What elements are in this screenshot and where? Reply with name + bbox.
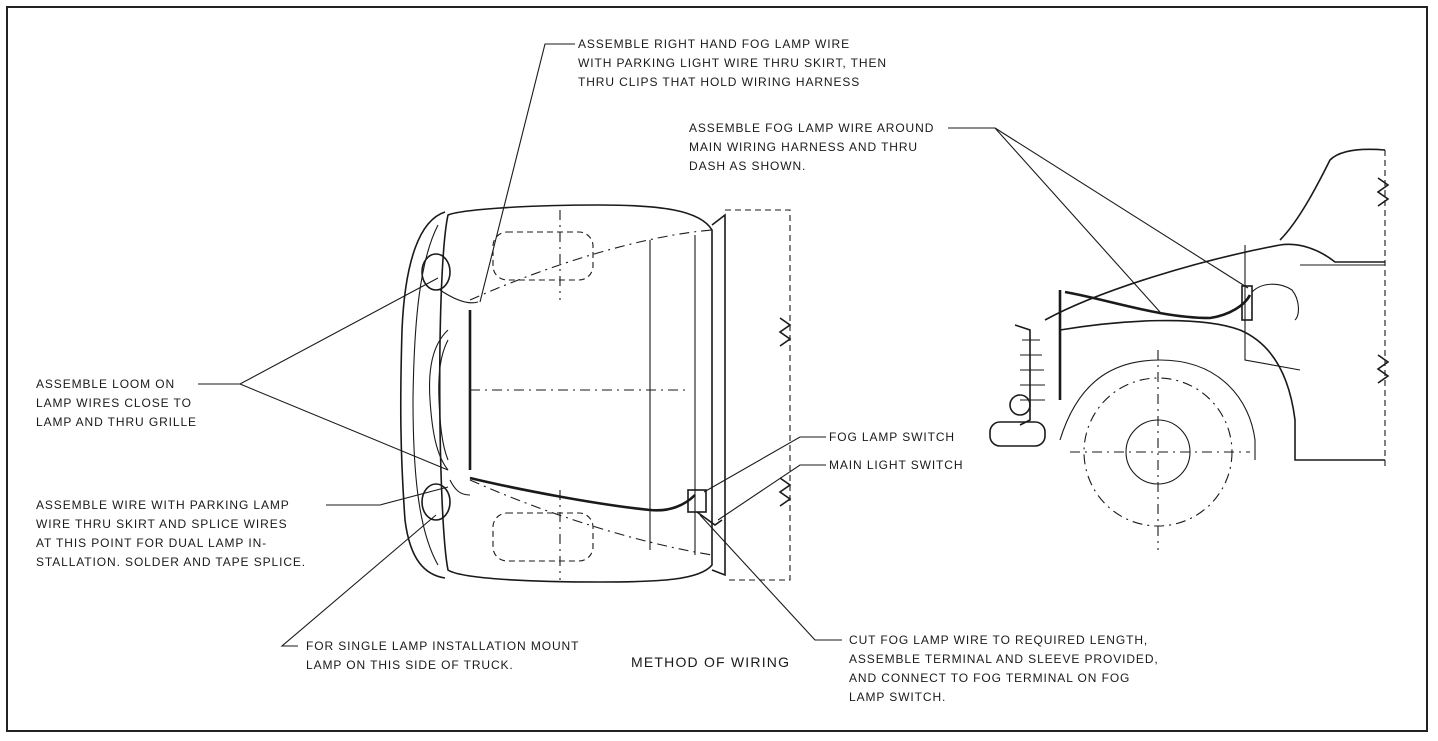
note-line: LAMP ON THIS SIDE OF TRUCK. [306,658,514,672]
note-line: WIRE THRU SKIRT AND SPLICE WIRES [36,517,288,531]
note-line: LAMP AND THRU GRILLE [36,415,197,429]
note-single-lamp: FOR SINGLE LAMP INSTALLATION MOUNT LAMP … [306,637,579,675]
note-assemble-loom: ASSEMBLE LOOM ON LAMP WIRES CLOSE TO LAM… [36,375,197,432]
note-parking-lamp-splice: ASSEMBLE WIRE WITH PARKING LAMP WIRE THR… [36,496,306,572]
note-line: AT THIS POINT FOR DUAL LAMP IN- [36,536,268,550]
note-right-hand-fog-lamp: ASSEMBLE RIGHT HAND FOG LAMP WIRE WITH P… [578,35,887,92]
note-line: FOR SINGLE LAMP INSTALLATION MOUNT [306,639,580,653]
note-line: ASSEMBLE LOOM ON [36,377,176,391]
note-line: ASSEMBLE WIRE WITH PARKING LAMP [36,498,290,512]
note-fog-lamp-wire-around: ASSEMBLE FOG LAMP WIRE AROUND MAIN WIRIN… [689,119,934,176]
note-line: MAIN WIRING HARNESS AND THRU [689,140,918,154]
note-line: ASSEMBLE TERMINAL AND SLEEVE PROVIDED, [849,652,1159,666]
note-line: ASSEMBLE FOG LAMP WIRE AROUND [689,121,935,135]
diagram-title: METHOD OF WIRING [631,654,791,670]
note-line: LAMP SWITCH. [849,690,947,704]
note-line: STALLATION. SOLDER AND TAPE SPLICE. [36,555,307,569]
note-line: LAMP WIRES CLOSE TO [36,396,192,410]
note-line: AND CONNECT TO FOG TERMINAL ON FOG [849,671,1131,685]
leader-lines [198,43,1249,647]
note-line: WITH PARKING LIGHT WIRE THRU SKIRT, THEN [578,56,887,70]
note-cut-fog-lamp-wire: CUT FOG LAMP WIRE TO REQUIRED LENGTH, AS… [849,631,1159,707]
truck-side-view [989,148,1390,550]
note-line: ASSEMBLE RIGHT HAND FOG LAMP WIRE [578,37,850,51]
note-line: DASH AS SHOWN. [689,159,807,173]
diagram-frame [6,6,1428,732]
label-main-light-switch: MAIN LIGHT SWITCH [829,458,964,472]
note-line: CUT FOG LAMP WIRE TO REQUIRED LENGTH, [849,633,1149,647]
label-fog-lamp-switch: FOG LAMP SWITCH [829,430,955,444]
truck-top-view [399,204,792,583]
note-line: THRU CLIPS THAT HOLD WIRING HARNESS [578,75,861,89]
